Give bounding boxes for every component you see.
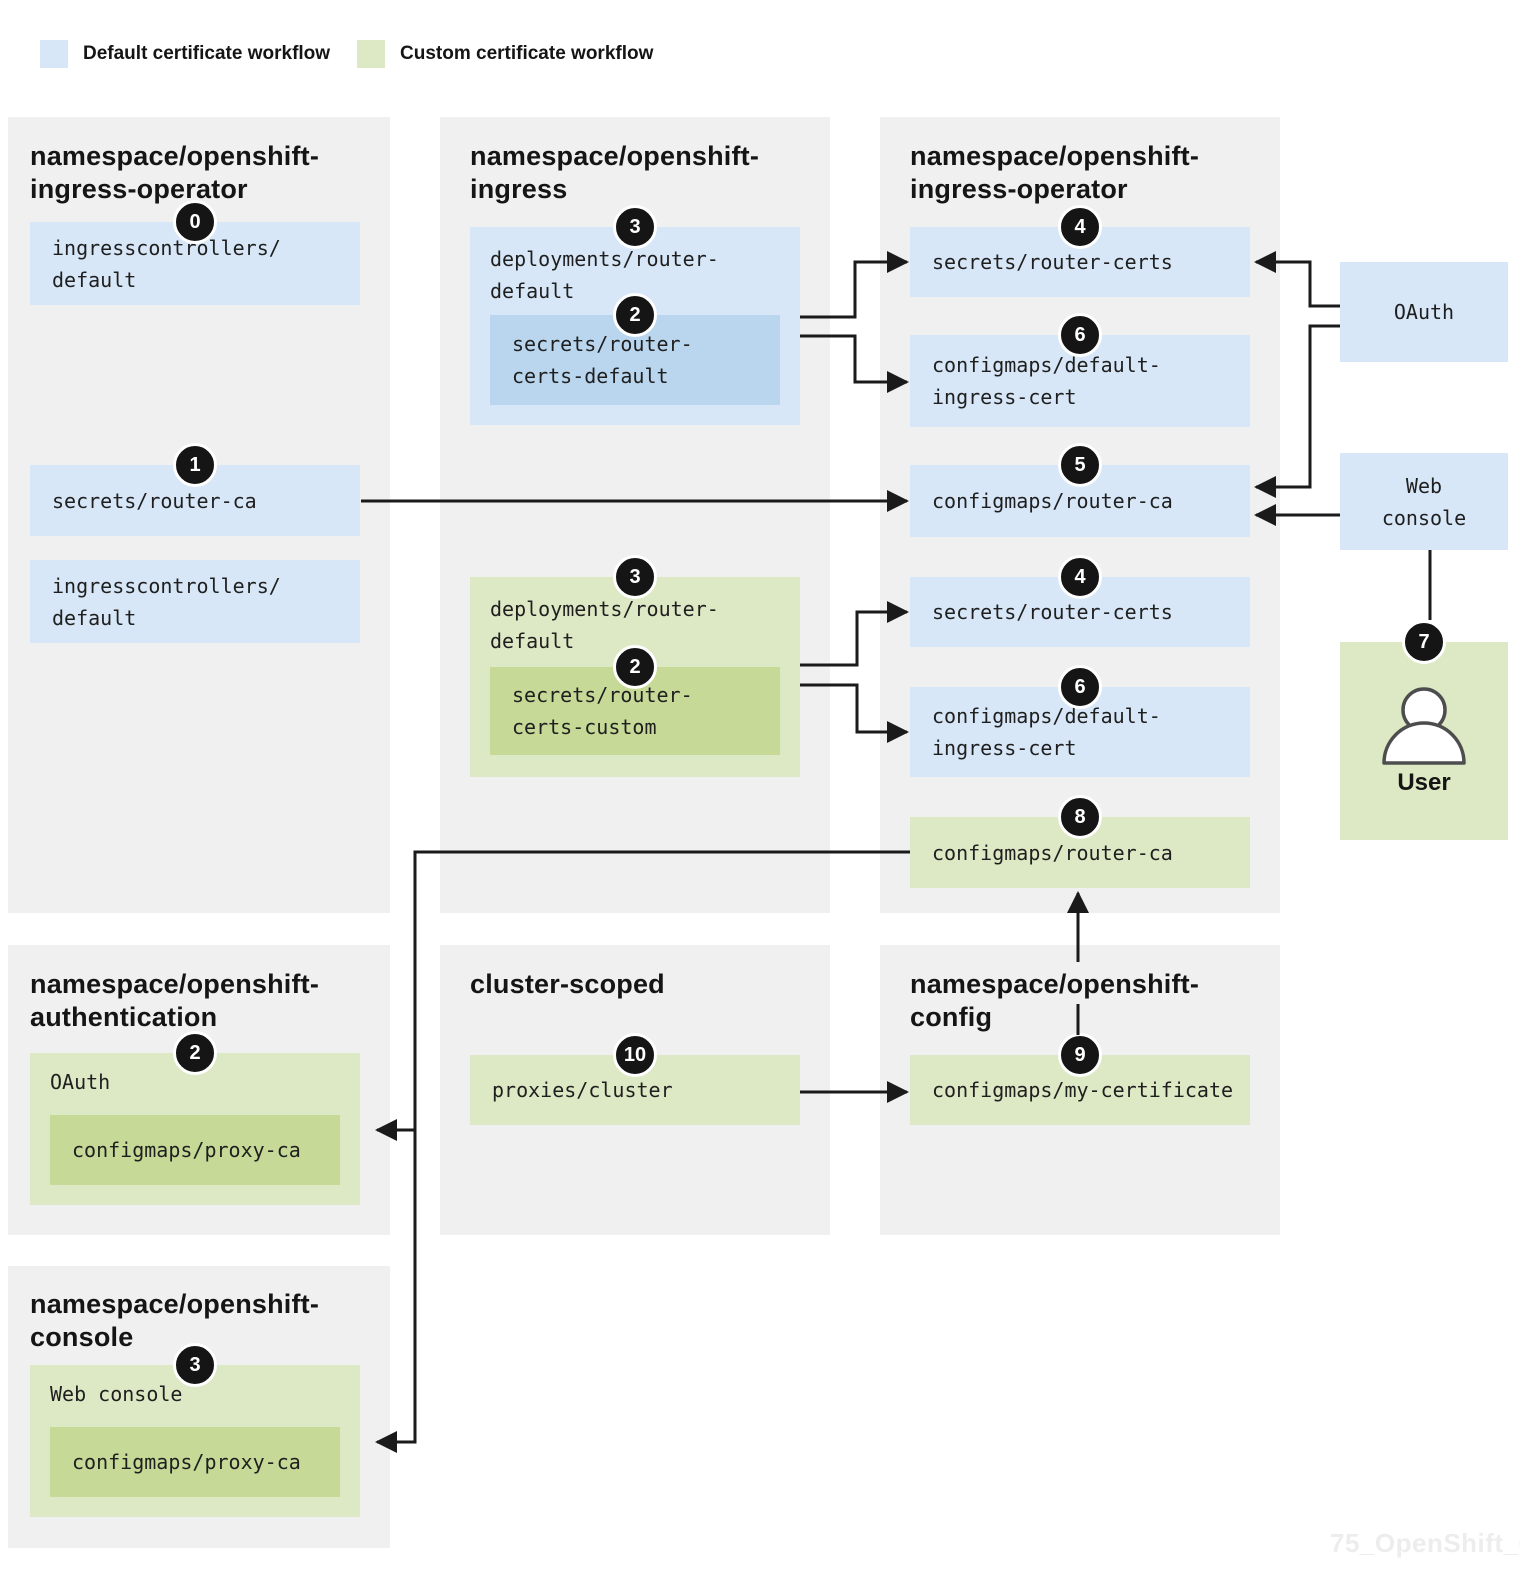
badge-2: 2 — [173, 1031, 217, 1075]
box-configmaps-router-ca-green: 8 configmaps/router-ca — [910, 795, 1250, 888]
box-configmaps-router-ca-blue: 5 configmaps/router-ca — [910, 443, 1250, 537]
box-label: secrets/router-certs — [932, 250, 1173, 274]
panel-title-openshift-config: namespace/openshift-config — [910, 969, 1200, 1032]
legend-default-swatch — [40, 40, 68, 68]
box-label: OAuth — [50, 1070, 111, 1094]
box-ingresscontrollers-default-bottom: ingresscontrollers/ default — [30, 560, 360, 643]
badge-0: 0 — [173, 200, 217, 244]
panel-title-ingress: namespace/openshift- ingress — [470, 141, 760, 204]
badge-3: 3 — [613, 205, 657, 249]
box-label: deployments/router- default — [490, 597, 719, 653]
badge-2: 2 — [613, 645, 657, 689]
panel-title-cluster-scoped: cluster-scoped — [470, 969, 665, 999]
legend-custom-swatch — [357, 40, 385, 68]
box-label: configmaps/default- ingress-cert — [932, 704, 1161, 760]
box-label: secrets/router- certs-custom — [512, 683, 693, 739]
box-label: configmaps/router-ca — [932, 489, 1173, 513]
box-secrets-router-ca: 1 secrets/router-ca — [30, 443, 360, 536]
box-label: secrets/router-ca — [52, 488, 257, 513]
box-label: ingresscontrollers/ default — [52, 573, 281, 630]
legend-custom-workflow: Custom certificate workflow — [357, 40, 653, 68]
box-deployments-router-default-blue: 3 deployments/router- default 2 secrets/… — [470, 205, 800, 425]
box-label: configmaps/router-ca — [932, 840, 1173, 865]
box-configmaps-my-certificate: 9 configmaps/my-certificate — [910, 1033, 1250, 1125]
badge-4: 4 — [1058, 205, 1102, 249]
badge-10: 10 — [613, 1033, 657, 1077]
box-ingresscontrollers-default-top: 0 ingresscontrollers/ default — [30, 200, 360, 305]
box-label: OAuth — [1393, 300, 1455, 324]
box-label: secrets/router-certs — [932, 600, 1173, 624]
box-label: configmaps/proxy-ca — [72, 1138, 301, 1162]
badge-6: 6 — [1058, 665, 1102, 709]
panel-title-ingress-operator-right: namespace/openshift- ingress-operator — [910, 141, 1200, 204]
box-web-console-console: 3 Web console configmaps/proxy-ca — [30, 1343, 360, 1517]
badge-5: 5 — [1058, 443, 1102, 487]
box-web-console-floating: Web console — [1340, 453, 1508, 550]
badge-8: 8 — [1058, 795, 1102, 839]
box-label: configmaps/default- ingress-cert — [932, 353, 1161, 409]
box-configmaps-proxy-ca-console: configmaps/proxy-ca — [50, 1427, 340, 1497]
box-deployments-router-default-green: 3 deployments/router- default 2 secrets/… — [470, 555, 800, 777]
box-label: secrets/router- certs-default — [512, 332, 693, 388]
badge-3: 3 — [613, 555, 657, 599]
box-label: configmaps/proxy-ca — [72, 1450, 301, 1474]
badge-1: 1 — [173, 443, 217, 487]
box-label: proxies/cluster — [492, 1078, 673, 1102]
badge-2: 2 — [613, 293, 657, 337]
badge-9: 9 — [1058, 1033, 1102, 1077]
panel-title-ingress-operator-left: namespace/openshift- ingress-operator — [30, 141, 320, 204]
badge-3: 3 — [173, 1343, 217, 1387]
panel-title-authentication: namespace/openshift- authentication — [30, 969, 320, 1032]
box-configmaps-default-ingress-cert-custom-row: 6 configmaps/default- ingress-cert — [910, 665, 1250, 777]
panel-title-console: namespace/openshift- console — [30, 1289, 320, 1352]
badge-4: 4 — [1058, 555, 1102, 599]
legend-custom-label: Custom certificate workflow — [400, 43, 654, 64]
box-proxies-cluster: 10 proxies/cluster — [470, 1033, 800, 1125]
box-label: ingresscontrollers/ default — [52, 235, 281, 292]
box-label: configmaps/my-certificate — [932, 1078, 1234, 1102]
box-label: deployments/router- default — [490, 247, 719, 303]
legend-default-workflow: Default certificate workflow — [40, 40, 330, 68]
box-configmaps-default-ingress-cert-blue: 6 configmaps/default- ingress-cert — [910, 313, 1250, 427]
box-user: 7 User — [1340, 620, 1508, 840]
box-oauth-floating: OAuth — [1340, 262, 1508, 362]
badge-6: 6 — [1058, 313, 1102, 357]
box-secrets-router-certs-custom-row: 4 secrets/router-certs — [910, 555, 1250, 647]
legend-default-label: Default certificate workflow — [83, 43, 331, 64]
user-icon — [1382, 685, 1466, 765]
box-secrets-router-certs-default: 2 secrets/router- certs-default — [490, 293, 780, 405]
box-secrets-router-certs-blue: 4 secrets/router-certs — [910, 205, 1250, 297]
box-configmaps-proxy-ca-auth: configmaps/proxy-ca — [50, 1115, 340, 1185]
box-secrets-router-certs-custom: 2 secrets/router- certs-custom — [490, 645, 780, 755]
box-label: Web console — [1381, 473, 1467, 530]
watermark: 75_OpenShift_0320 — [1330, 1528, 1520, 1558]
user-label: User — [1397, 769, 1451, 796]
box-oauth-auth: 2 OAuth configmaps/proxy-ca — [30, 1031, 360, 1205]
box-label: Web console — [50, 1382, 183, 1406]
badge-7: 7 — [1402, 620, 1446, 664]
